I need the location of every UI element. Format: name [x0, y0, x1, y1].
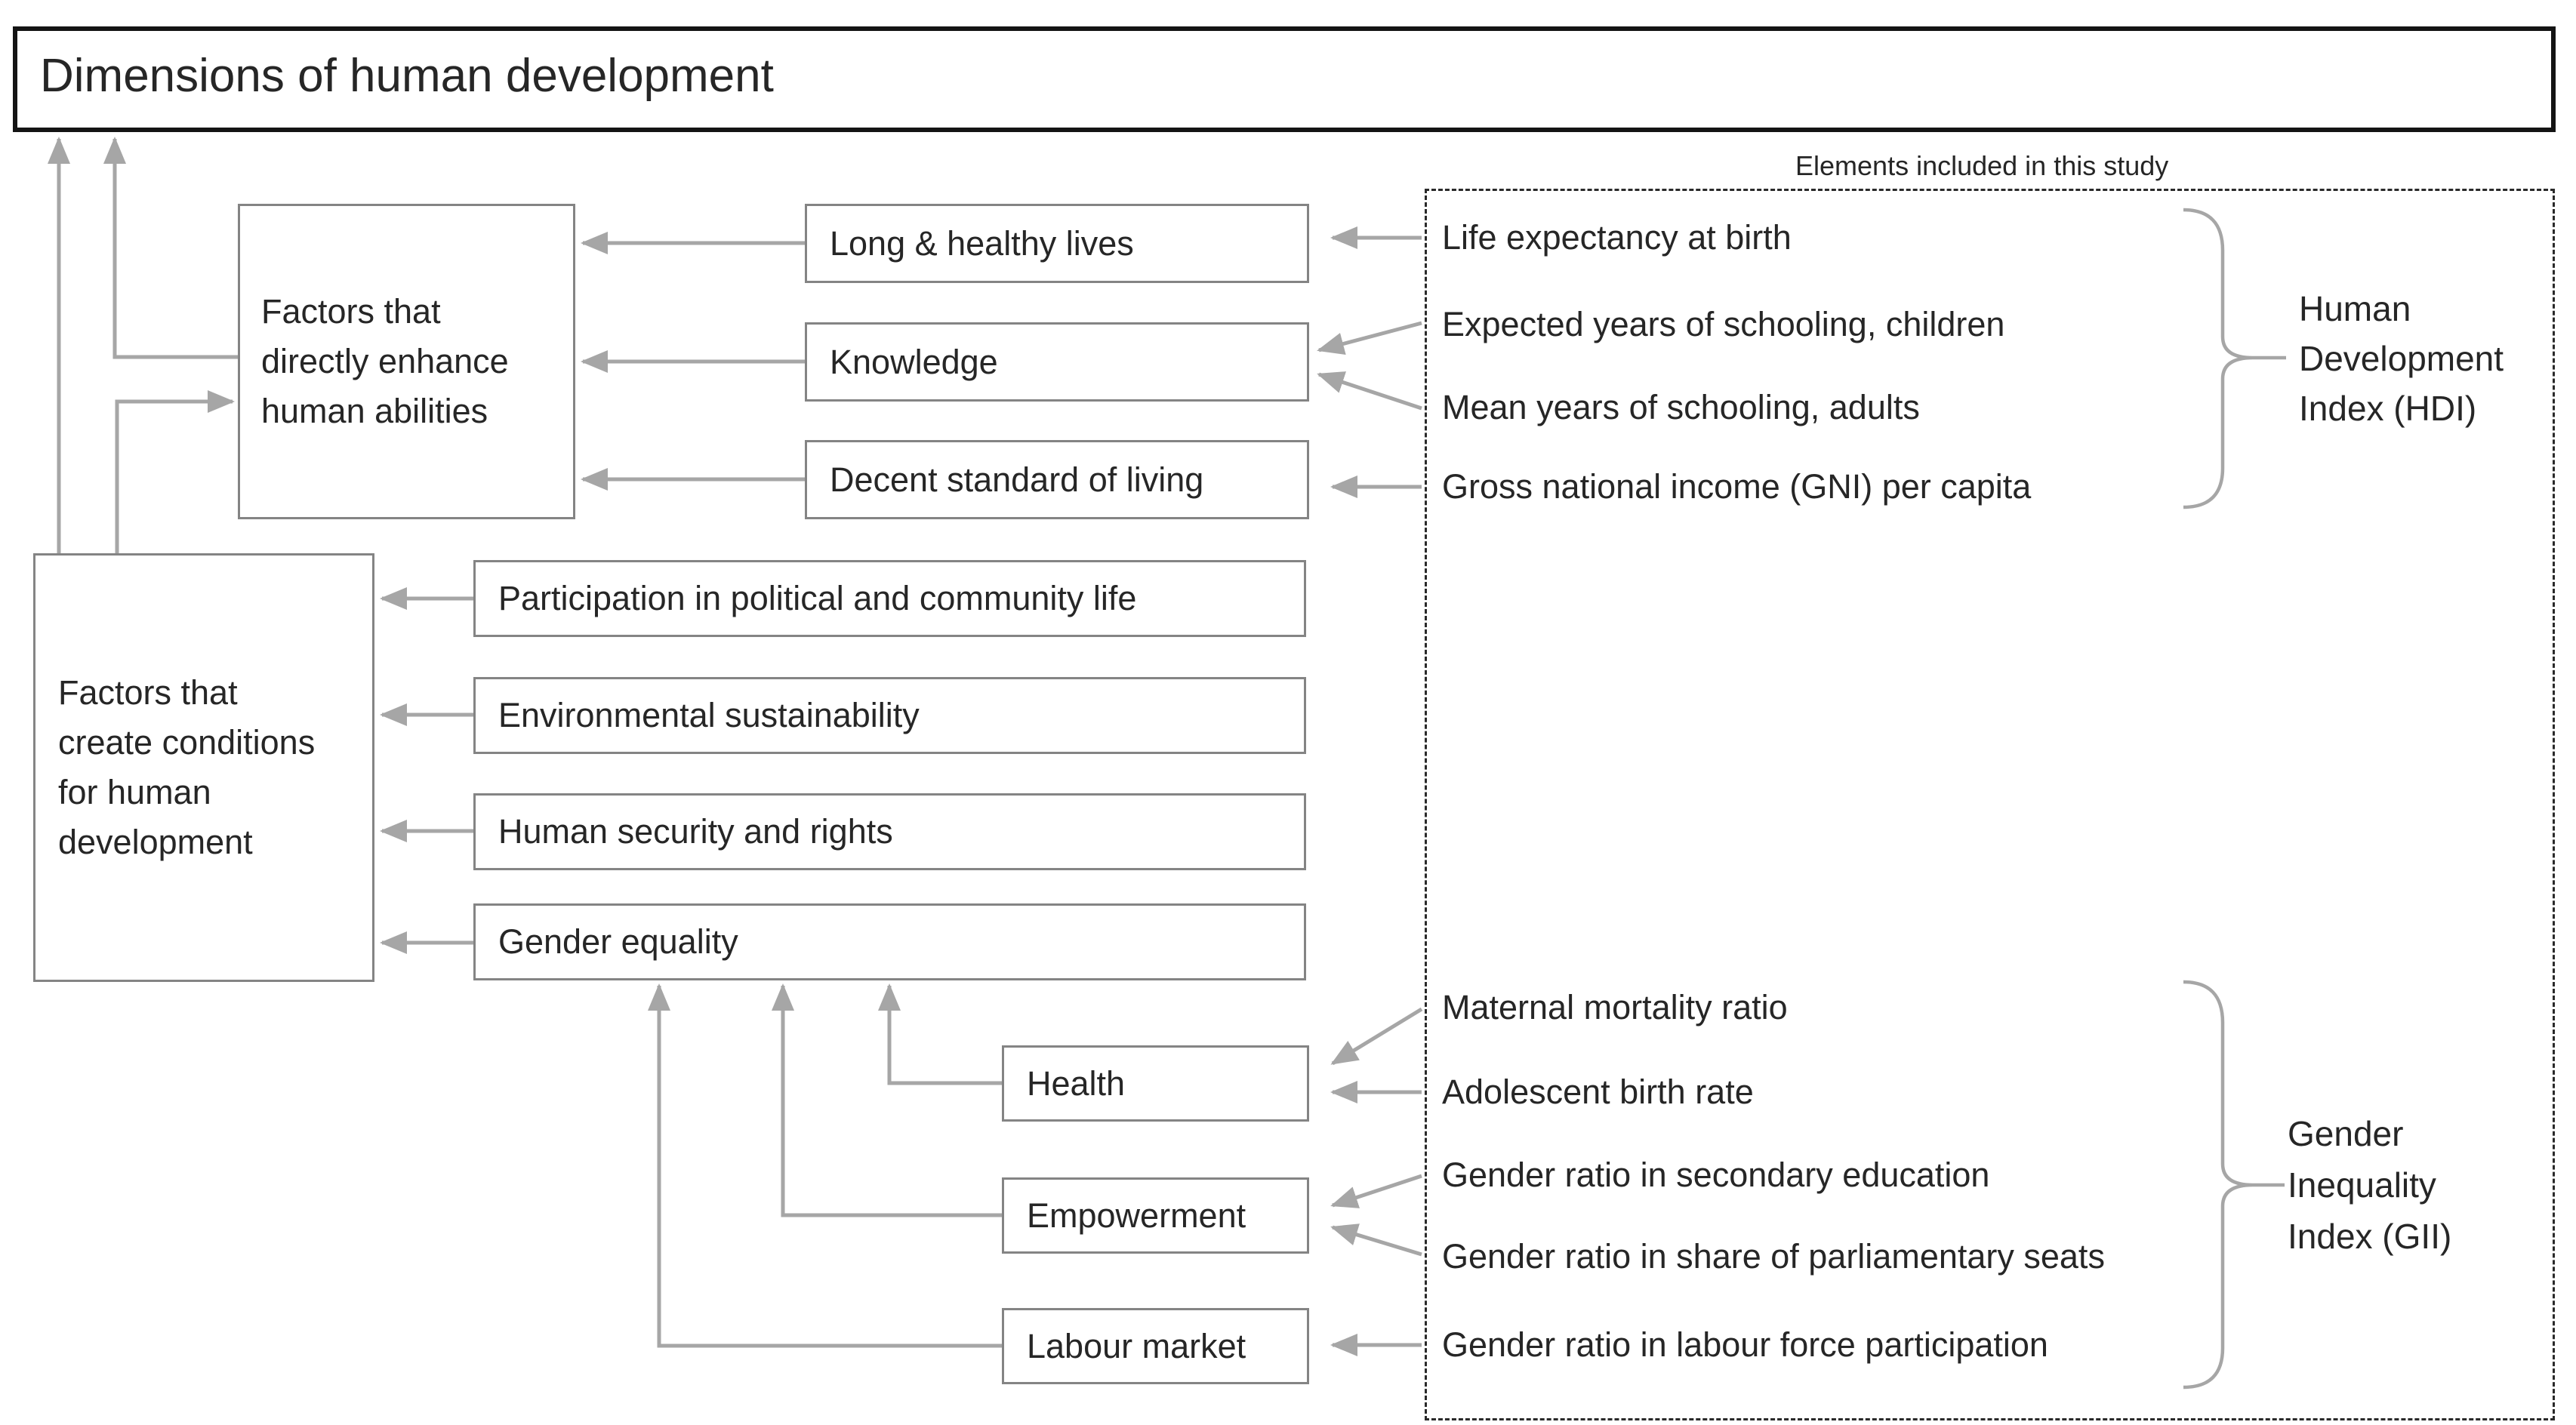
arrow-secondary-education-to-empowerment	[1330, 1174, 1422, 1208]
arrow-health-to-gender-equality	[878, 983, 1002, 1085]
node-knowledge: Knowledge	[805, 322, 1309, 402]
node-health: Health	[1002, 1045, 1309, 1122]
node-environmental-sustainability: Environmental sustainability	[473, 677, 1306, 754]
study-elements-boundary	[1425, 189, 2555, 1420]
gii-index-label: Gender Inequality Index (GII)	[2288, 1114, 2452, 1256]
node-factors-conditions: Factors that create conditions for human…	[33, 553, 374, 982]
node-factors-conditions-label: Factors that create conditions for human…	[58, 673, 316, 861]
indicator-gender-ratio-parliamentary-seats: Gender ratio in share of parliamentary s…	[1442, 1237, 2105, 1276]
indicator-gni-per-capita: Gross national income (GNI) per capita	[1442, 467, 2032, 506]
indicator-adolescent-birth-rate: Adolescent birth rate	[1442, 1073, 1754, 1111]
node-participation-label: Participation in political and community…	[498, 579, 1137, 617]
node-factors-enhance: Factors that directly enhance human abil…	[238, 204, 575, 519]
arrow-maternal-to-health	[1330, 1007, 1423, 1066]
indicator-gender-ratio-secondary-education: Gender ratio in secondary education	[1442, 1156, 1990, 1194]
indicator-gender-ratio-labour-force: Gender ratio in labour force participati…	[1442, 1325, 2048, 1364]
node-labour-market-label: Labour market	[1027, 1326, 1246, 1365]
node-empowerment-label: Empowerment	[1027, 1196, 1246, 1235]
arrow-empowerment-to-gender-equality	[772, 983, 1002, 1217]
node-factors-enhance-label: Factors that directly enhance human abil…	[261, 292, 509, 430]
arrow-expected-schooling-to-knowledge	[1317, 321, 1422, 355]
node-health-label: Health	[1027, 1063, 1126, 1103]
study-annotation: Elements included in this study	[1795, 150, 2169, 181]
node-long-healthy-lives: Long & healthy lives	[805, 204, 1309, 283]
node-knowledge-label: Knowledge	[830, 342, 998, 381]
indicator-mean-schooling: Mean years of schooling, adults	[1442, 388, 1920, 426]
indicator-maternal-mortality: Maternal mortality ratio	[1442, 988, 1788, 1026]
node-gender-equality-label: Gender equality	[498, 922, 738, 961]
node-labour-market: Labour market	[1002, 1308, 1309, 1384]
node-decent-standard-of-living-label: Decent standard of living	[830, 460, 1204, 499]
node-gender-equality: Gender equality	[473, 903, 1306, 980]
node-decent-standard-of-living: Decent standard of living	[805, 440, 1309, 519]
arrow-mean-schooling-to-knowledge	[1317, 371, 1422, 411]
arrow-conditions-to-enhance	[115, 390, 235, 553]
hdi-brace	[2183, 208, 2286, 509]
gii-brace	[2183, 980, 2285, 1390]
node-participation: Participation in political and community…	[473, 560, 1306, 637]
title-box: Dimensions of human development	[13, 26, 2556, 132]
indicator-expected-schooling: Expected years of schooling, children	[1442, 305, 2005, 343]
indicator-life-expectancy: Life expectancy at birth	[1442, 218, 1792, 257]
arrow-parliamentary-to-empowerment	[1330, 1223, 1422, 1257]
node-long-healthy-lives-label: Long & healthy lives	[830, 223, 1134, 263]
node-empowerment: Empowerment	[1002, 1177, 1309, 1254]
hdi-index-label: Human Development Index (HDI)	[2299, 289, 2504, 428]
page-title: Dimensions of human development	[40, 50, 774, 102]
arrow-enhance-to-title	[103, 137, 238, 359]
node-environmental-sustainability-label: Environmental sustainability	[498, 696, 920, 734]
node-human-security-rights: Human security and rights	[473, 793, 1306, 870]
arrow-labour-market-to-gender-equality	[648, 983, 1002, 1348]
node-human-security-rights-label: Human security and rights	[498, 812, 893, 851]
